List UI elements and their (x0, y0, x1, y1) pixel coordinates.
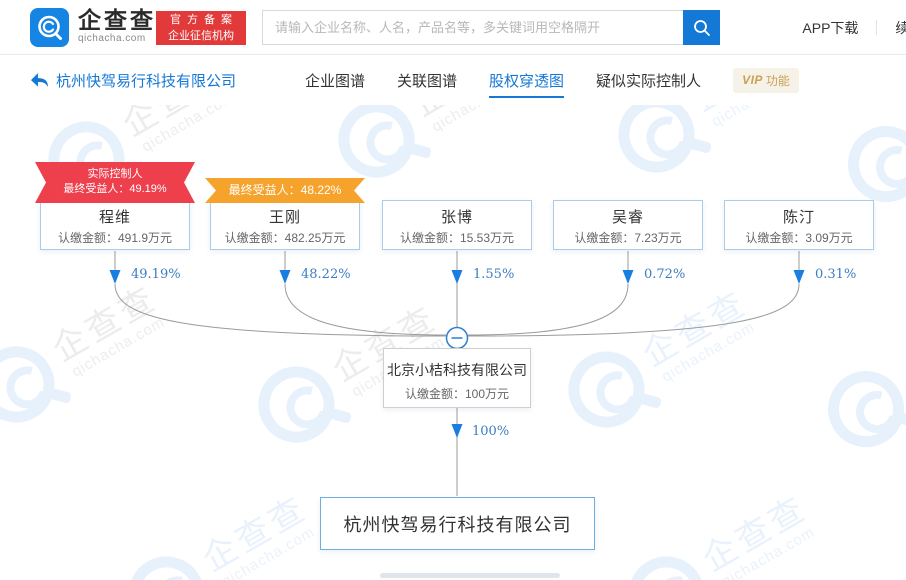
shareholder-amount: 认缴金额：491.9万元 (57, 231, 173, 245)
graph-tabs: 企业图谱 关联图谱 股权穿透图 疑似实际控制人 VIP 功能 (305, 55, 799, 105)
tab-enterprise-graph[interactable]: 企业图谱 (305, 73, 366, 90)
percent-label: 49.19% (131, 267, 181, 282)
target-company-name: 杭州快驾易行科技有限公司 (343, 514, 572, 535)
shareholder-name: 吴睿 (611, 209, 644, 226)
connector-lines (109, 251, 805, 496)
shareholder-name: 张博 (440, 209, 473, 226)
target-company-node[interactable]: 杭州快驾易行科技有限公司 (320, 497, 595, 550)
vip-feature-badge[interactable]: VIP 功能 (733, 67, 799, 93)
beneficiary-ribbon: 最终受益人：48.22% (205, 178, 365, 203)
brand-name: 企查查 (78, 7, 156, 33)
vip-badge-label: 功能 (765, 73, 790, 88)
gov-badge-line2: 企业征信机构 (168, 30, 234, 42)
ribbon-line2: 最终受益人：49.19% (63, 183, 167, 195)
intermediate-company-amount: 认缴金额：100万元 (404, 387, 510, 401)
shareholder-node[interactable]: 王刚 认缴金额：482.25万元 (210, 200, 360, 250)
renew-vip-link[interactable]: 续费VIP (895, 19, 906, 36)
percent-label: 0.31% (815, 267, 857, 282)
shareholder-name: 陈汀 (782, 209, 815, 226)
ribbon-line1: 实际控制人 (87, 168, 143, 180)
shareholder-amount: 认缴金额：3.09万元 (745, 231, 853, 245)
vip-badge-vip: VIP (742, 73, 763, 87)
back-company-name: 杭州快驾易行科技有限公司 (56, 73, 237, 90)
app-download-link[interactable]: APP下载 (802, 19, 859, 36)
horizontal-scrollbar-thumb[interactable] (380, 573, 560, 578)
controller-ribbon: 实际控制人 最终受益人：49.19% (35, 162, 195, 203)
search-button[interactable] (683, 10, 720, 45)
shareholder-name: 程维 (98, 209, 131, 226)
intermediate-company-node[interactable]: 北京小桔科技有限公司 认缴金额：100万元 (383, 348, 531, 408)
shareholder-amount: 认缴金额：15.53万元 (399, 231, 515, 245)
percent-label: 1.55% (473, 267, 515, 282)
gov-record-badge: 官方备案 企业征信机构 (156, 11, 246, 45)
tab-relation-graph[interactable]: 关联图谱 (397, 73, 458, 90)
top-header: 企查查 qichacha.com 官方备案 企业征信机构 APP下载 续费VIP (0, 0, 906, 55)
ribbon-line1: 最终受益人：48.22% (228, 183, 342, 197)
search-icon (693, 19, 710, 36)
tab-equity-penetration[interactable]: 股权穿透图 (489, 56, 565, 104)
header-divider (876, 20, 878, 35)
shareholder-amount: 认缴金额：7.23万元 (574, 231, 682, 245)
collapse-node-icon[interactable] (445, 326, 469, 350)
brand-domain: qichacha.com (78, 33, 146, 44)
qichacha-logo-icon[interactable] (30, 8, 69, 47)
back-company-link[interactable]: 杭州快驾易行科技有限公司 (30, 70, 236, 91)
intermediate-company-name: 北京小桔科技有限公司 (387, 362, 527, 378)
gov-badge-line1: 官方备案 (170, 14, 238, 26)
shareholder-amount: 认缴金额：482.25万元 (224, 231, 346, 245)
percent-label: 0.72% (644, 267, 686, 282)
shareholder-node[interactable]: 陈汀 认缴金额：3.09万元 (724, 200, 874, 250)
percent-label: 100% (472, 424, 510, 439)
equity-chart-canvas: 企查查 qichacha.com 企查查 qichacha.com 企查查 qi… (0, 105, 906, 580)
percent-label: 48.22% (301, 267, 351, 282)
back-arrow-icon (31, 73, 48, 88)
toolbar-row: 杭州快驾易行科技有限公司 企业图谱 关联图谱 股权穿透图 疑似实际控制人 VIP… (0, 55, 906, 105)
header-links: APP下载 续费VIP (802, 0, 906, 55)
brand-text[interactable]: 企查查 qichacha.com (78, 7, 156, 44)
tab-suspected-controller[interactable]: 疑似实际控制人 (596, 73, 702, 90)
search-bar (262, 10, 720, 45)
shareholder-node[interactable]: 张博 认缴金额：15.53万元 (382, 200, 532, 250)
shareholder-node[interactable]: 吴睿 认缴金额：7.23万元 (553, 200, 703, 250)
shareholder-node[interactable]: 程维 认缴金额：491.9万元 (40, 200, 190, 250)
search-input[interactable] (262, 10, 683, 45)
shareholder-name: 王刚 (268, 209, 301, 226)
